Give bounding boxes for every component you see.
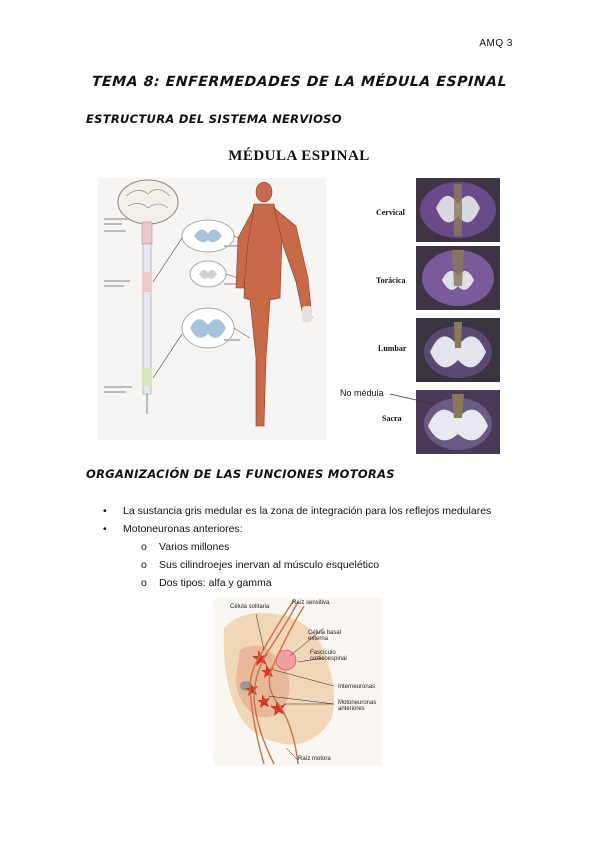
bullet-list: • La sustancia gris medular es la zona d… — [103, 502, 543, 592]
bullet-marker: • — [103, 523, 107, 535]
cross-section-sacral — [416, 390, 500, 454]
header-code: AMQ 3 — [479, 38, 513, 49]
figure-title: MÉDULA ESPINAL — [228, 148, 370, 164]
label-sensory-root: Raíz sensitiva — [292, 600, 330, 606]
list-item-text: Sus cilindroejes inervan al músculo esqu… — [159, 559, 380, 571]
level-label-sacral: Sacra — [382, 414, 402, 423]
list-item: o Varios millones — [103, 538, 543, 556]
spinal-cord-figure: MÉDULA ESPINAL — [98, 140, 500, 455]
label-motoneurons: Motoneuronas anteriores — [338, 700, 377, 712]
page-title: TEMA 8: ENFERMEDADES DE LA MÉDULA ESPINA… — [91, 74, 508, 90]
label-fasciculus: Fascículo corticoespinal — [310, 650, 347, 662]
level-label-cervical: Cervical — [376, 208, 405, 217]
label-solitary-cell: Célula solitaria — [230, 604, 270, 610]
list-item-text: Dos tipos: alfa y gamma — [159, 577, 272, 589]
list-item-text: Motoneuronas anteriores: — [123, 523, 243, 535]
section-heading-structure: ESTRUCTURA DEL SISTEMA NERVIOSO — [86, 112, 342, 126]
cervical-section-image — [416, 178, 500, 242]
list-item: o Sus cilindroejes inervan al músculo es… — [103, 556, 543, 574]
section-heading-motor: ORGANIZACIÓN DE LAS FUNCIONES MOTORAS — [86, 467, 395, 481]
list-item-text: Varios millones — [159, 541, 230, 553]
lumbar-section-image — [416, 318, 500, 382]
list-item: o Dos tipos: alfa y gamma — [103, 574, 543, 592]
motor-organization-figure: Célula solitaria Raíz sensitiva Célula b… — [214, 598, 382, 766]
thoracic-section-image — [416, 246, 500, 310]
cross-section-cervical — [416, 178, 500, 242]
bullet-marker: • — [103, 505, 107, 517]
label-interneurons: Interneuronas — [338, 684, 376, 690]
bullet-marker: o — [141, 577, 147, 589]
nervous-system-illustration — [98, 178, 326, 440]
level-label-thoracic: Torácica — [376, 276, 406, 285]
list-item: • Motoneuronas anteriores: — [103, 520, 543, 538]
bullet-marker: o — [141, 541, 147, 553]
motor-organization-drawing — [223, 599, 335, 765]
label-motor-root: Raíz motora — [298, 756, 331, 762]
bullet-marker: o — [141, 559, 147, 571]
label-basal-cell: Célula basal externa — [308, 630, 342, 642]
list-item-text: La sustancia gris medular es la zona de … — [123, 505, 492, 517]
cross-section-thoracic — [416, 246, 500, 310]
annotation-no-medula: No médula — [340, 388, 384, 398]
cross-section-lumbar — [416, 318, 500, 382]
list-item: • La sustancia gris medular es la zona d… — [103, 502, 543, 520]
sacral-section-image — [416, 390, 500, 454]
nervous-system-drawing — [104, 179, 313, 427]
level-labels: Cervical Torácica Lumbar No médula Sacra — [340, 180, 412, 460]
level-label-lumbar: Lumbar — [378, 344, 407, 353]
